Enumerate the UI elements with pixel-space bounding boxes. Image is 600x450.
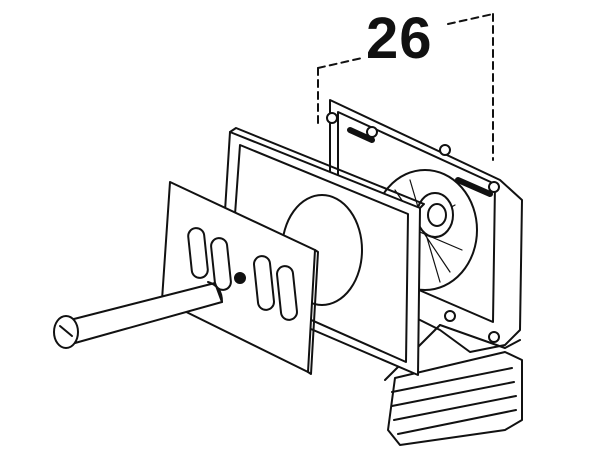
part-number-label: 26 (366, 6, 433, 71)
part-leader-bracket (317, 13, 494, 161)
filter-cover-plate (161, 181, 319, 375)
filter-gasket-frame (219, 127, 425, 376)
center-hole (234, 272, 246, 284)
mounting-rod (53, 281, 223, 349)
